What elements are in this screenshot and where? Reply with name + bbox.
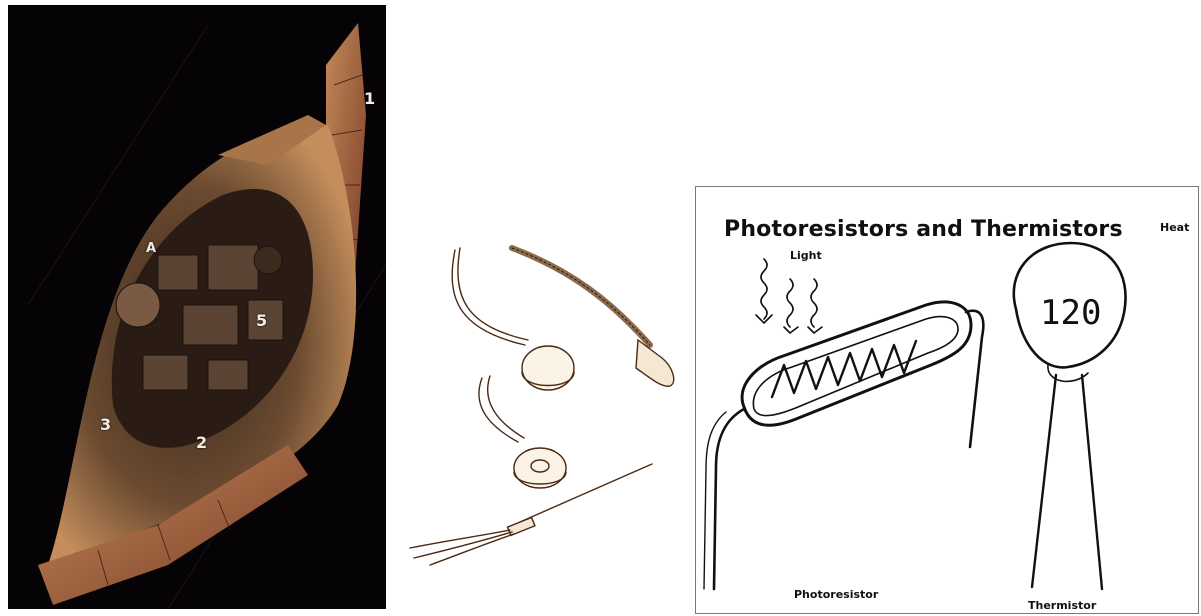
photoresistor-label: Photoresistor xyxy=(794,588,878,601)
callout-3: 3 xyxy=(100,415,111,434)
callout-1: 1 xyxy=(364,89,375,108)
callout-a: A xyxy=(146,241,156,256)
photoresistor-drawing xyxy=(704,302,983,589)
spacecraft-cutaway-illustration xyxy=(8,5,386,609)
callout-5: 5 xyxy=(256,311,267,330)
spacecraft-cutaway-panel: 1 2 3 A 5 xyxy=(8,5,386,609)
callout-2: 2 xyxy=(196,433,207,452)
photoresistor-thermistor-panel: Photoresistors and Thermistors Light Hea… xyxy=(695,186,1199,614)
thermistor-sketches xyxy=(400,240,685,580)
component-drawings xyxy=(696,187,1199,614)
light-rays xyxy=(756,259,822,333)
thermistor-label: Thermistor xyxy=(1028,599,1096,612)
thermistor-marking: 120 xyxy=(1040,293,1101,333)
thermistor-sketches-panel xyxy=(400,240,685,580)
washer-thermistor xyxy=(479,376,566,488)
